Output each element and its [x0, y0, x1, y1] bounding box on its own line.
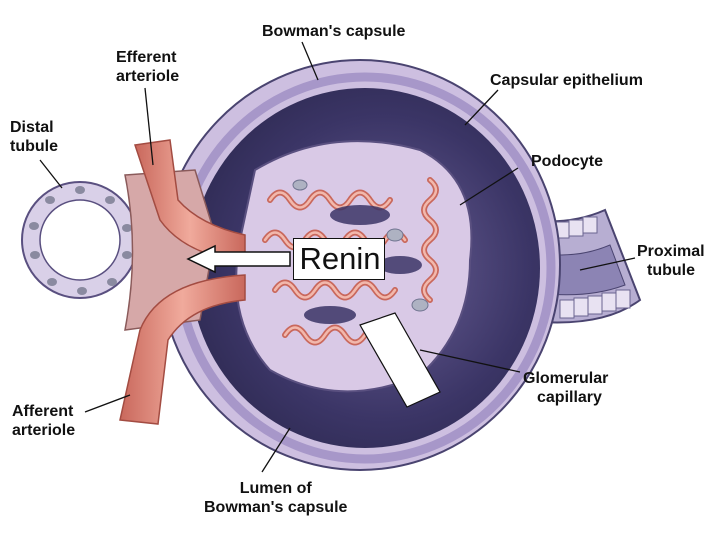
- proximal-tubule-cells: [554, 216, 631, 319]
- label-lumen-line2: Bowman's capsule: [204, 499, 348, 516]
- label-glomerular-line1: Glomerular: [523, 370, 609, 387]
- label-glomerular-capillary: Glomerular capillary: [523, 369, 608, 407]
- label-distal-line1: Distal: [10, 119, 54, 136]
- distal-tubule-ring: [21, 181, 139, 299]
- label-afferent-line1: Afferent: [12, 403, 74, 420]
- renin-callout: Renin: [293, 238, 385, 280]
- renin-arrow: [186, 244, 291, 274]
- label-podocyte: Podocyte: [531, 152, 603, 171]
- label-glomerular-line2: capillary: [537, 389, 602, 406]
- afferent-arteriole-shape: [119, 274, 246, 425]
- label-podocyte-text: Podocyte: [531, 153, 604, 170]
- label-distal-line2: tubule: [10, 138, 58, 155]
- label-capsular-epithelium: Capsular epithelium: [490, 71, 643, 90]
- label-bowmans-capsule: Bowman's capsule: [262, 22, 405, 41]
- label-proximal-line2: tubule: [647, 262, 695, 279]
- label-proximal-line1: Proximal: [637, 243, 705, 260]
- label-lumen: Lumen of Bowman's capsule: [204, 479, 347, 517]
- label-lumen-line1: Lumen of: [239, 480, 312, 497]
- label-afferent-arteriole: Afferent arteriole: [12, 402, 75, 440]
- label-efferent-line1: Efferent: [116, 49, 177, 66]
- label-afferent-line2: arteriole: [12, 422, 76, 439]
- label-capsular-epithelium-text: Capsular epithelium: [490, 72, 643, 89]
- label-proximal-tubule: Proximal tubule: [637, 242, 705, 280]
- label-efferent-line2: arteriole: [116, 68, 180, 85]
- label-distal-tubule: Distal tubule: [10, 118, 58, 156]
- leader-lines: [39, 41, 636, 473]
- white-pointer-wedge: [359, 312, 441, 408]
- label-efferent-arteriole: Efferent arteriole: [116, 48, 179, 86]
- renin-label: Renin: [299, 241, 381, 276]
- label-bowmans-capsule-text: Bowman's capsule: [262, 23, 406, 40]
